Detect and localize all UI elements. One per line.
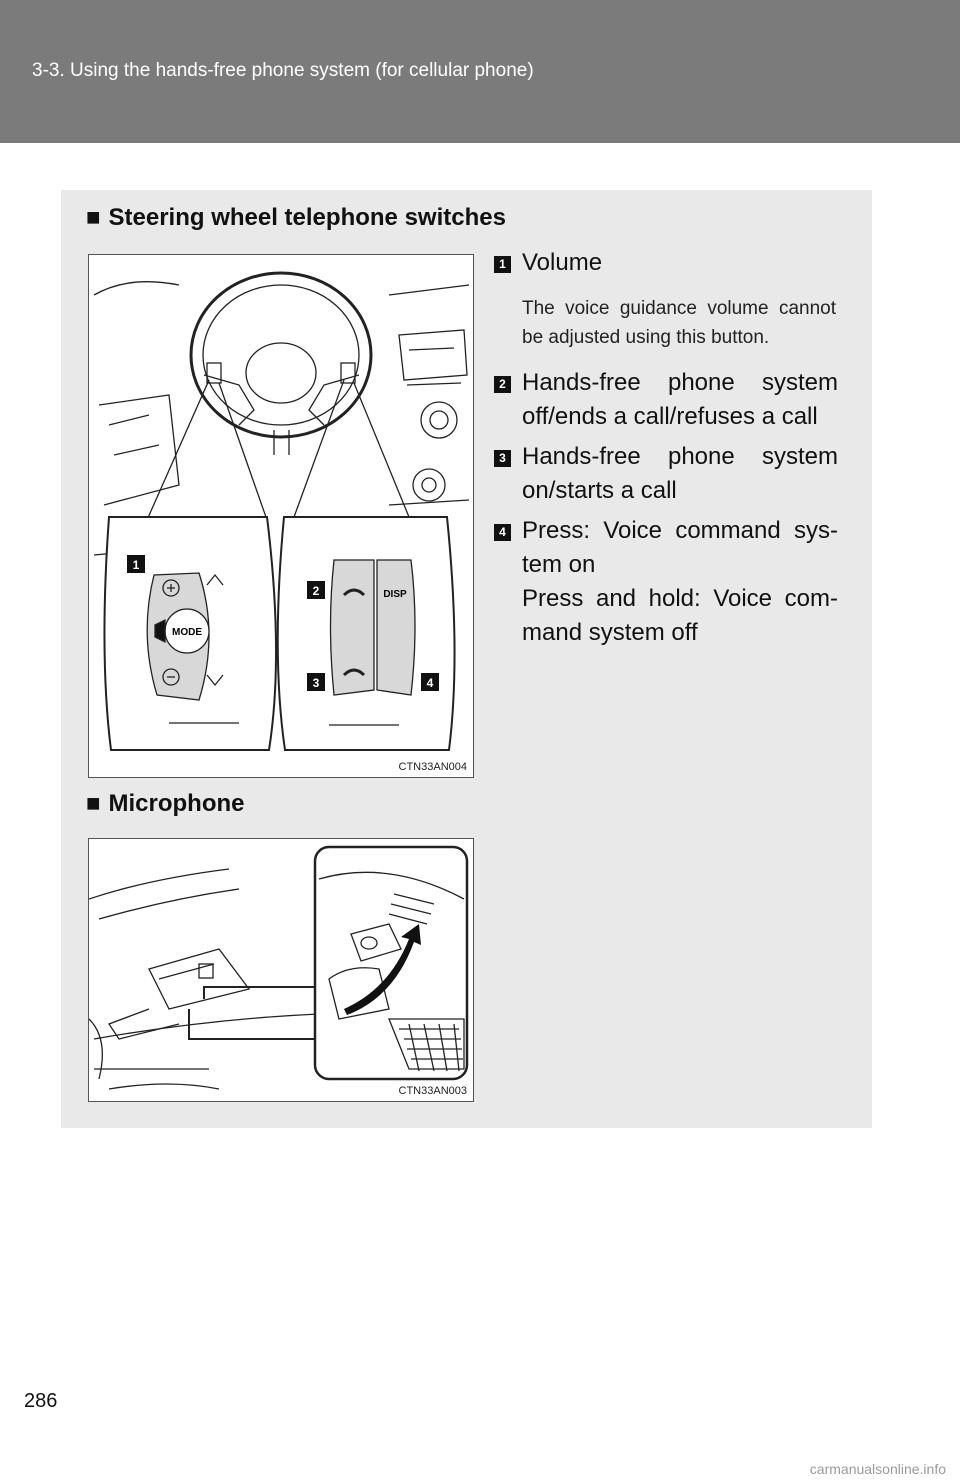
item-label: Hands-free phone system off/ends a call/… — [522, 369, 838, 430]
bullet-square-icon: ■ — [86, 790, 101, 817]
mode-label: MODE — [172, 627, 202, 638]
callout-1: 1 — [133, 558, 140, 572]
item-label: Press: Voice command sys-tem on — [522, 517, 838, 578]
microphone-illustration — [89, 845, 469, 1090]
arrow-icon — [344, 924, 421, 1015]
figure-code: CTN33AN004 — [398, 761, 467, 773]
bullet-square-icon: ■ — [86, 204, 101, 231]
page-number: 286 — [24, 1390, 58, 1412]
steering-wheel-figure: MODE DISP 1 2 3 4 CTN33AN004 — [88, 254, 474, 778]
microphone-figure: CTN33AN003 — [88, 838, 474, 1102]
list-item: 3 Hands-free phone system on/starts a ca… — [494, 440, 838, 508]
item-note: The voice guidance volume cannot be adju… — [522, 298, 836, 348]
watermark: carmanualsonline.info — [809, 1461, 946, 1477]
item-number-badge: 4 — [494, 524, 511, 541]
list-item: 4 Press: Voice command sys-tem on Press … — [494, 514, 838, 650]
callout-badges: 1 2 3 4 — [127, 555, 439, 691]
list-item: 1 Volume The voice guidance volume canno… — [494, 246, 838, 352]
callout-2: 2 — [313, 584, 320, 598]
callout-3: 3 — [313, 676, 320, 690]
item-number-badge: 2 — [494, 376, 511, 393]
section-heading-steering: ■ Steering wheel telephone switches — [86, 204, 506, 232]
header-band — [0, 0, 960, 143]
callout-4: 4 — [427, 676, 434, 690]
section-title: Microphone — [108, 790, 245, 817]
steering-wheel-illustration: MODE DISP 1 2 3 4 — [93, 271, 470, 751]
item-number-badge: 3 — [494, 450, 511, 467]
figure-code: CTN33AN003 — [398, 1085, 467, 1097]
item-label: Volume — [522, 249, 603, 276]
item-label: Hands-free phone system on/starts a call — [522, 443, 838, 504]
section-heading-microphone: ■ Microphone — [86, 790, 245, 818]
item-number-badge: 1 — [494, 256, 511, 273]
disp-label: DISP — [383, 589, 407, 600]
chapter-title: 3-3. Using the hands-free phone system (… — [32, 60, 534, 81]
section-title: Steering wheel telephone switches — [108, 204, 506, 231]
item-label-secondary: Press and hold: Voice com-mand system of… — [522, 585, 838, 646]
switch-description-list: 1 Volume The voice guidance volume canno… — [494, 246, 838, 650]
list-item: 2 Hands-free phone system off/ends a cal… — [494, 366, 838, 434]
